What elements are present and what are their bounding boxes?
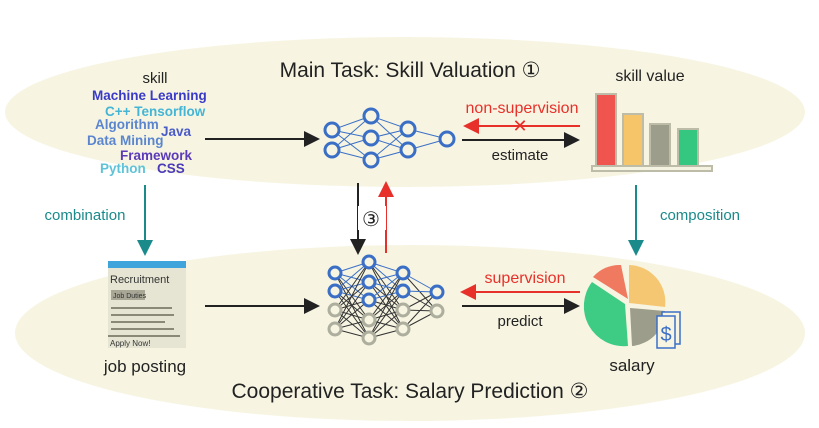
combination-label: combination: [45, 207, 126, 224]
network-node: [362, 129, 380, 147]
network-node: [362, 107, 380, 125]
money-icon: $: [656, 311, 681, 349]
skill-word: CSS: [157, 161, 185, 176]
cooperative-task-region: [15, 245, 805, 421]
network-node: [399, 141, 417, 159]
network-node: [323, 121, 341, 139]
network-edge: [368, 290, 404, 339]
network-edge: [368, 272, 404, 339]
posting-title: Recruitment: [110, 274, 169, 286]
posting-duties: Job Duties: [113, 293, 147, 300]
network-node: [327, 265, 343, 281]
cooperative-task-title: Cooperative Task: Salary Prediction ②: [232, 380, 589, 403]
job-posting-label: job posting: [103, 357, 186, 376]
skill-word: Machine Learning: [92, 88, 207, 103]
currency-symbol: $: [660, 324, 671, 346]
network-node: [395, 265, 411, 281]
skill-word: Python: [100, 161, 146, 176]
network-edge: [331, 115, 372, 151]
network-node: [395, 321, 411, 337]
interaction-label: ③: [362, 209, 380, 231]
network-node: [399, 120, 417, 138]
network-edge: [334, 281, 370, 330]
cross-icon: ✕: [512, 116, 527, 136]
skill-word: Algorithm: [95, 117, 159, 132]
salary-label: salary: [609, 356, 655, 375]
posting-apply: Apply Now!: [110, 339, 150, 348]
network-node: [438, 130, 456, 148]
network-node: [361, 312, 377, 328]
skill-valuation-network: [323, 107, 456, 169]
skill-word: Framework: [120, 148, 193, 163]
network-node: [327, 321, 343, 337]
job-posting-icon: Recruitment Job Duties Apply Now!: [108, 261, 186, 348]
skill-word: Java: [161, 124, 192, 139]
network-edge: [368, 272, 404, 321]
network-edge: [402, 291, 438, 330]
composition-label: composition: [660, 207, 740, 224]
skill-value-bar-chart-icon: [591, 93, 713, 172]
network-edge: [334, 261, 370, 311]
network-node: [361, 292, 377, 308]
network-node: [327, 283, 343, 299]
salary-prediction-network: [327, 254, 445, 346]
network-node: [327, 302, 343, 318]
predict-label: predict: [497, 313, 543, 330]
estimate-label: estimate: [492, 147, 549, 164]
network-node: [361, 274, 377, 290]
network-node: [323, 141, 341, 159]
non-supervision-label: non-supervision: [466, 100, 579, 117]
skill-word-cloud: Machine Learning C++ Tensorflow Algorith…: [87, 88, 207, 176]
network-node: [361, 330, 377, 346]
skill-label: skill: [143, 70, 168, 87]
network-node: [429, 303, 445, 319]
skill-value-label: skill value: [615, 68, 684, 85]
supervision-label: supervision: [485, 270, 566, 287]
network-node: [395, 283, 411, 299]
network-edge: [334, 261, 370, 330]
skill-word: C++ Tensorflow: [105, 104, 206, 119]
main-task-title: Main Task: Skill Valuation ①: [280, 59, 541, 82]
network-node: [429, 284, 445, 300]
network-node: [362, 151, 380, 169]
skill-word: Data Mining: [87, 133, 164, 148]
network-node: [395, 302, 411, 318]
network-node: [361, 254, 377, 270]
